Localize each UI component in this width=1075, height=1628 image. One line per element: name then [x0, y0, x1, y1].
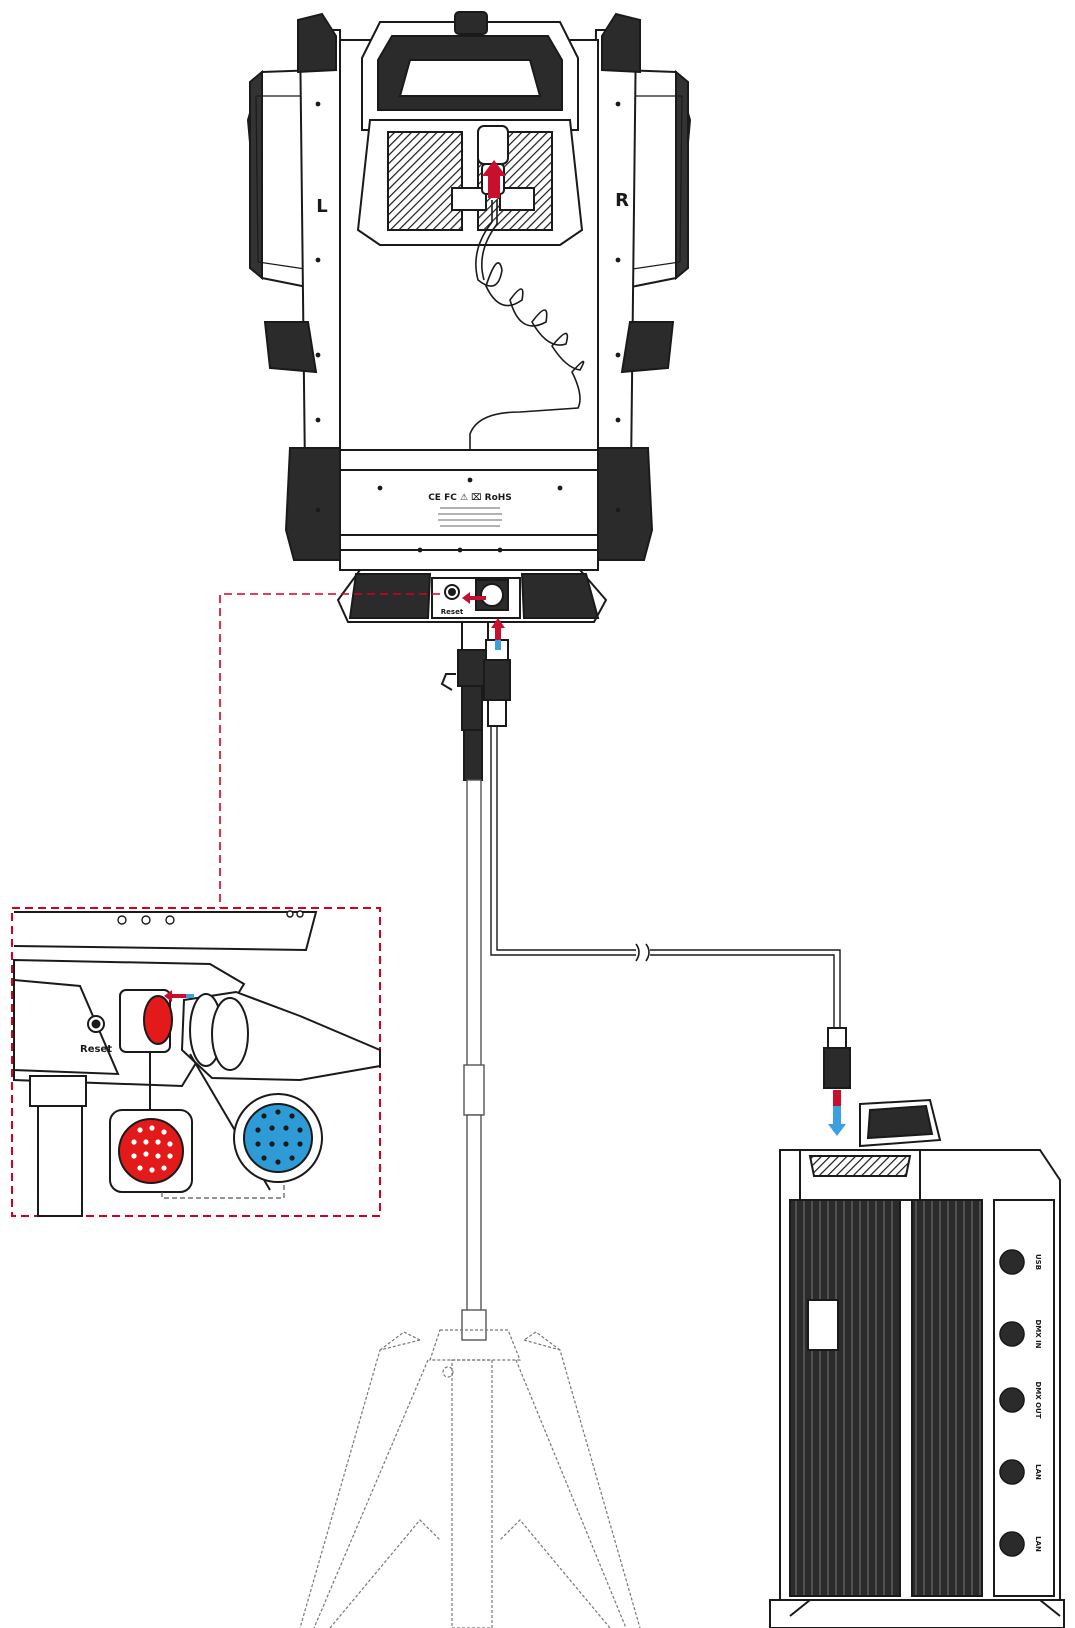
battery-port-lan-1-label: LAN — [1034, 1464, 1042, 1480]
battery-port-dmx-out-label: DMX OUT — [1034, 1381, 1042, 1418]
reset-label-detail: Reset — [80, 1044, 112, 1055]
connector-pin-icon — [131, 1125, 173, 1173]
cable-plug-base — [483, 639, 511, 727]
battery-port-lan-2-label: LAN — [1034, 1536, 1042, 1552]
closeup-link-lines — [161, 1182, 285, 1199]
battery-cable-plug — [823, 1027, 851, 1089]
blue-plug-closeup — [233, 1093, 323, 1183]
blue-arrow-down-icon — [828, 1090, 846, 1136]
cert-marks: CE FC ⚠ ⌧ RoHS — [428, 493, 512, 503]
stand-clamp — [440, 621, 489, 781]
red-arrow-up-icon — [482, 160, 506, 198]
tripod-legs — [299, 1329, 641, 1628]
battery-port-usb-label: USB — [1034, 1254, 1042, 1270]
callout-leader — [219, 593, 440, 908]
detail-blue-arrow-tail — [186, 994, 194, 998]
battery-port-dmx-in-label: DMX IN — [1034, 1319, 1042, 1348]
detail-frame-screws — [117, 910, 304, 925]
frame-screws — [315, 101, 621, 553]
blue-arrow-tail — [495, 640, 501, 650]
light-fixture — [246, 11, 692, 571]
cert-fine-print — [438, 507, 502, 527]
coiled-cable — [469, 200, 585, 450]
left-side-label: L — [316, 196, 327, 217]
stand-pole — [461, 779, 487, 1341]
battery-port-panel — [999, 1249, 1025, 1557]
power-cable — [490, 726, 841, 1028]
right-side-label: R — [615, 190, 629, 211]
detail-zoom-view — [13, 911, 381, 1217]
detail-red-arrow-left-icon — [164, 990, 186, 1002]
blue-plug-pins — [255, 1109, 303, 1165]
red-socket-closeup — [109, 1109, 193, 1193]
cable-break-icon — [635, 943, 650, 962]
reset-label-main: Reset — [441, 608, 464, 616]
red-blue-arrow-icon — [491, 618, 505, 640]
red-arrow-left-icon — [462, 592, 486, 604]
